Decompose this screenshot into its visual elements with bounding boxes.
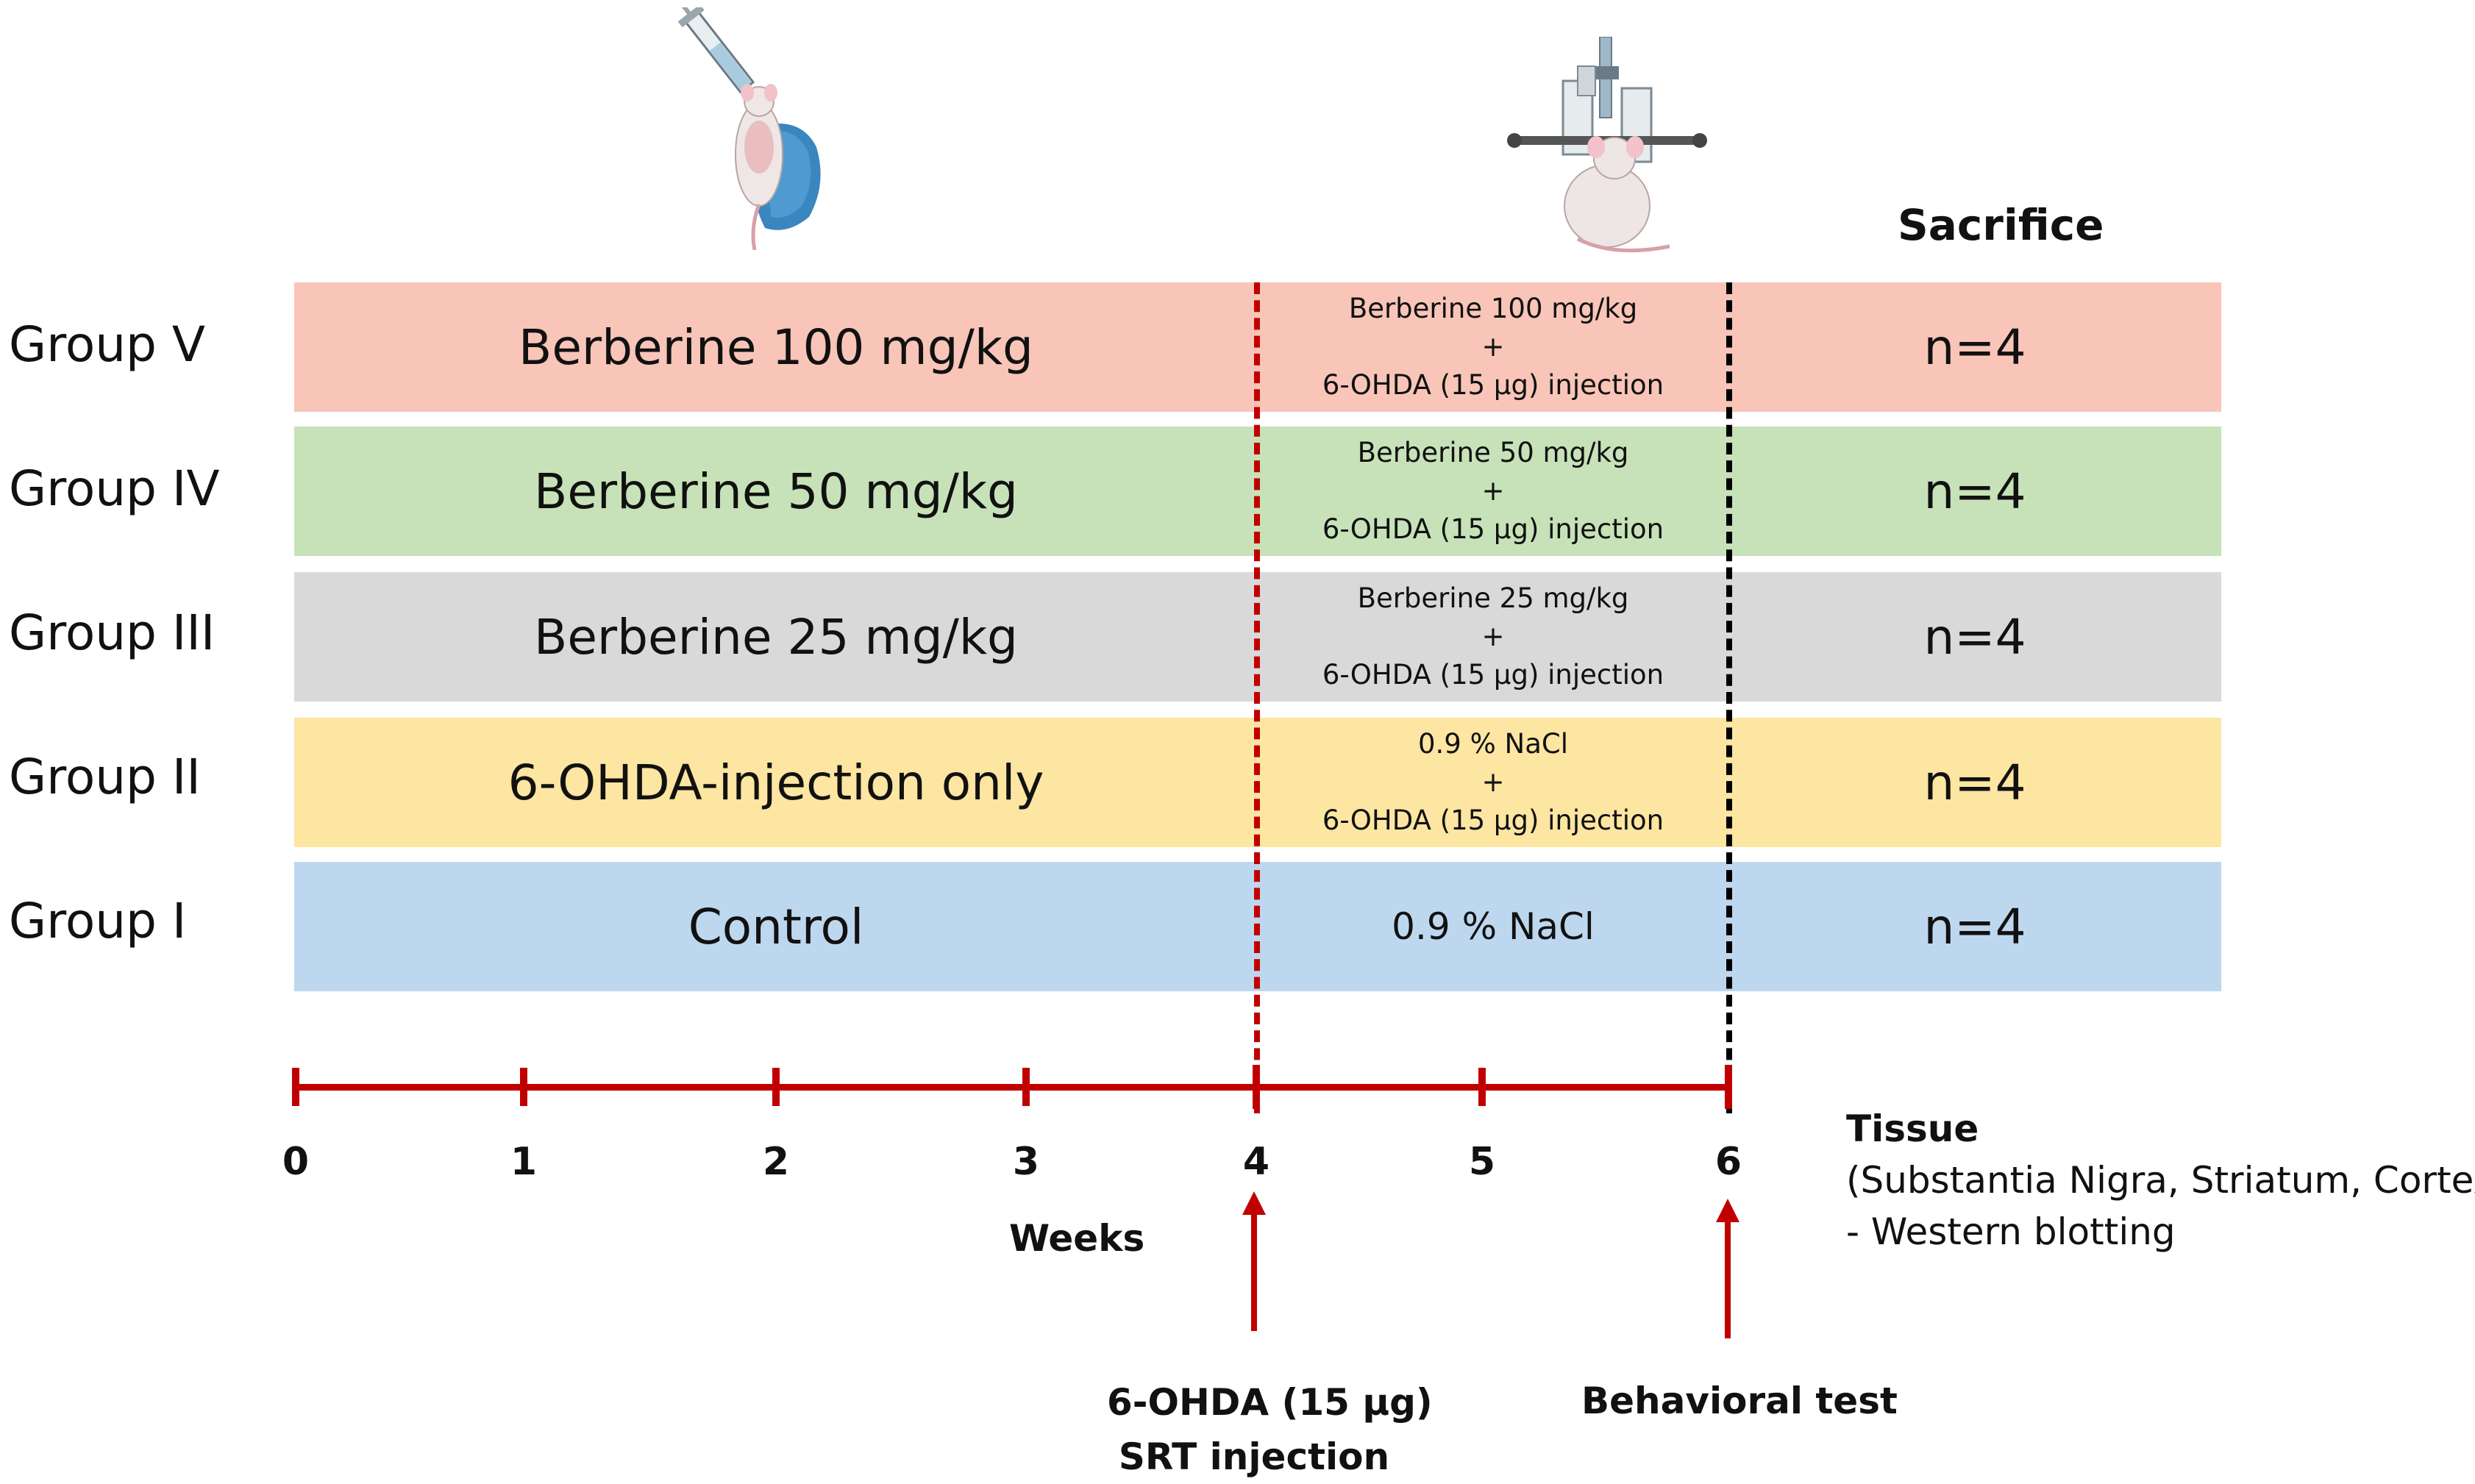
treatment-phase2: Berberine 50 mg/kg +6-OHDA (15 μg) inject… bbox=[1258, 427, 1728, 556]
sample-size: n=4 bbox=[1923, 754, 2026, 811]
group-label: Group V bbox=[9, 316, 206, 373]
tissue-method: - Western blotting bbox=[1846, 1210, 2176, 1253]
weeks-axis-label: Weeks bbox=[1009, 1217, 1145, 1260]
sample-size: n=4 bbox=[1923, 463, 2026, 520]
treatment-phase2-line: 6-OHDA (15 μg) injection bbox=[1322, 659, 1664, 691]
treatment-phase2-line: + bbox=[1481, 621, 1505, 652]
week6-caption-line1: Behavioral test bbox=[1581, 1380, 1898, 1422]
week4-caption: 6-OHDA (15 μg) SRT injection bbox=[1107, 1375, 1433, 1484]
timeline-tick-label: 6 bbox=[1714, 1140, 1742, 1184]
timeline-tick bbox=[1478, 1068, 1486, 1106]
treatment-phase1: 6-OHDA-injection only bbox=[508, 754, 1044, 811]
sample-size: n=4 bbox=[1923, 898, 2026, 955]
treatment-phase2-line: 6-OHDA (15 μg) injection bbox=[1322, 513, 1664, 545]
timeline-tick-label: 5 bbox=[1468, 1140, 1496, 1184]
timeline-tick bbox=[292, 1068, 299, 1106]
treatment-phase2-line: 0.9 % NaCl bbox=[1418, 728, 1568, 760]
treatment-phase2: 0.9 % NaCl +6-OHDA (15 μg) injection bbox=[1258, 718, 1728, 847]
stereotaxic-frame-mouse-icon bbox=[1507, 37, 1707, 253]
tissue-title: Tissue bbox=[1846, 1107, 1979, 1150]
week6-caption: Behavioral test bbox=[1581, 1374, 1898, 1428]
tissue-regions: (Substantia Nigra, Striatum, Cortex) bbox=[1846, 1159, 2475, 1202]
week4-caption-line1: 6-OHDA (15 μg) bbox=[1107, 1381, 1433, 1424]
timeline-tick-label: 4 bbox=[1242, 1140, 1270, 1184]
treatment-phase2: Berberine 25 mg/kg +6-OHDA (15 μg) inject… bbox=[1258, 572, 1728, 702]
timeline-tick bbox=[772, 1068, 780, 1106]
timeline-tick-label: 0 bbox=[282, 1140, 310, 1184]
treatment-phase2-line: 0.9 % NaCl bbox=[1392, 905, 1595, 948]
timeline-tick bbox=[520, 1068, 527, 1106]
treatment-phase1: Control bbox=[688, 898, 864, 955]
sample-size: n=4 bbox=[1923, 318, 2026, 376]
timeline-tick-label: 2 bbox=[762, 1140, 790, 1184]
treatment-phase1: Berberine 25 mg/kg bbox=[534, 608, 1018, 666]
group-label: Group III bbox=[9, 604, 216, 661]
week6-arrow bbox=[1716, 1199, 1739, 1338]
treatment-phase2: Berberine 100 mg/kg +6-OHDA (15 μg) injec… bbox=[1258, 282, 1728, 412]
treatment-phase2: 0.9 % NaCl bbox=[1258, 862, 1728, 991]
treatment-phase2-line: 6-OHDA (15 μg) injection bbox=[1322, 369, 1664, 401]
sacrifice-heading: Sacrifice bbox=[1898, 200, 2104, 250]
sample-size: n=4 bbox=[1923, 608, 2026, 666]
group-label: Group I bbox=[9, 893, 187, 949]
timeline-tick bbox=[1022, 1068, 1030, 1106]
timeline-tick bbox=[1253, 1065, 1260, 1109]
treatment-phase2-line: 6-OHDA (15 μg) injection bbox=[1322, 805, 1664, 836]
group-label: Group IV bbox=[9, 460, 220, 517]
treatment-phase2-line: Berberine 50 mg/kg bbox=[1357, 437, 1629, 468]
timeline-axis bbox=[293, 1084, 1731, 1091]
week4-caption-line2: SRT injection bbox=[1118, 1435, 1390, 1478]
tissue-block: Tissue (Substantia Nigra, Striatum, Cort… bbox=[1846, 1103, 2475, 1258]
syringe-injection-mouse-icon bbox=[677, 7, 821, 250]
timeline-tick bbox=[1725, 1065, 1732, 1109]
week4-dashed-line bbox=[1254, 282, 1260, 1113]
timeline-tick-label: 3 bbox=[1012, 1140, 1040, 1184]
treatment-phase2-line: Berberine 25 mg/kg bbox=[1357, 582, 1629, 614]
treatment-phase2-line: Berberine 100 mg/kg bbox=[1348, 293, 1638, 324]
treatment-phase2-line: + bbox=[1481, 475, 1505, 507]
treatment-phase1: Berberine 100 mg/kg bbox=[519, 318, 1033, 376]
treatment-phase1: Berberine 50 mg/kg bbox=[534, 463, 1018, 520]
treatment-phase2-line: + bbox=[1481, 331, 1505, 363]
group-label: Group II bbox=[9, 749, 201, 805]
treatment-phase2-line: + bbox=[1481, 766, 1505, 798]
week4-arrow bbox=[1242, 1191, 1266, 1331]
week6-dashed-line bbox=[1726, 282, 1732, 1113]
timeline-tick-label: 1 bbox=[510, 1140, 538, 1184]
